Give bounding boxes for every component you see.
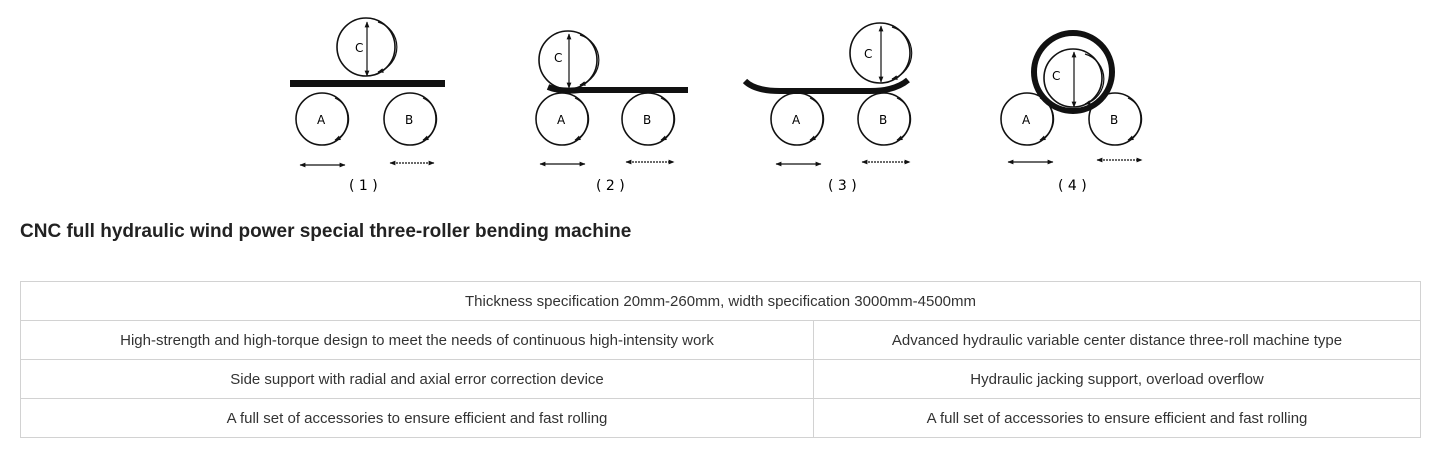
step-4-label: ( 4 ) — [1058, 178, 1087, 194]
table-cell: Hydraulic jacking support, overload over… — [812, 359, 1422, 399]
spec-table: Thickness specification 20mm-260mm, widt… — [19, 281, 1422, 438]
step-1-label: ( 1 ) — [349, 178, 378, 194]
roller-c-label: C — [355, 41, 363, 55]
table-row: Thickness specification 20mm-260mm, widt… — [19, 281, 1422, 321]
roller-a-label: A — [1022, 113, 1031, 127]
table-row: High-strength and high-torque design to … — [20, 320, 1422, 360]
table-row: A full set of accessories to ensure effi… — [20, 398, 1422, 438]
step-3-figure: C A B ( 3 ) — [742, 22, 913, 194]
roller-a-label: A — [317, 113, 326, 127]
rolling-process-illustration: C A B ( 1 ) C A — [290, 17, 1143, 194]
product-title: CNC full hydraulic wind power special th… — [20, 221, 632, 242]
roller-a-label: A — [792, 113, 801, 127]
table-cell: A full set of accessories to ensure effi… — [812, 398, 1422, 438]
roller-b-label: B — [405, 113, 413, 127]
table-cell: Side support with radial and axial error… — [20, 359, 814, 399]
step-1-figure: C A B ( 1 ) — [290, 17, 445, 194]
table-cell: Advanced hydraulic variable center dista… — [812, 320, 1422, 360]
table-row: Side support with radial and axial error… — [20, 359, 1422, 399]
table-cell: A full set of accessories to ensure effi… — [20, 398, 814, 438]
roller-a-label: A — [557, 113, 566, 127]
step-3-label: ( 3 ) — [828, 178, 857, 194]
roller-b-label: B — [643, 113, 651, 127]
roller-c-label: C — [554, 51, 562, 65]
roller-b-label: B — [879, 113, 887, 127]
spec-header-cell: Thickness specification 20mm-260mm, widt… — [19, 281, 1422, 321]
roller-b-label: B — [1110, 113, 1118, 127]
step-4-figure: C A B ( 4 ) — [1000, 30, 1143, 194]
table-cell: High-strength and high-torque design to … — [20, 320, 814, 360]
roller-c-label: C — [864, 47, 872, 61]
roller-c-label: C — [1052, 69, 1060, 83]
step-2-label: ( 2 ) — [596, 178, 625, 194]
step-2-figure: C A B ( 2 ) — [535, 30, 688, 194]
rolling-process-diagram: C A B ( 1 ) C A — [0, 0, 1442, 200]
